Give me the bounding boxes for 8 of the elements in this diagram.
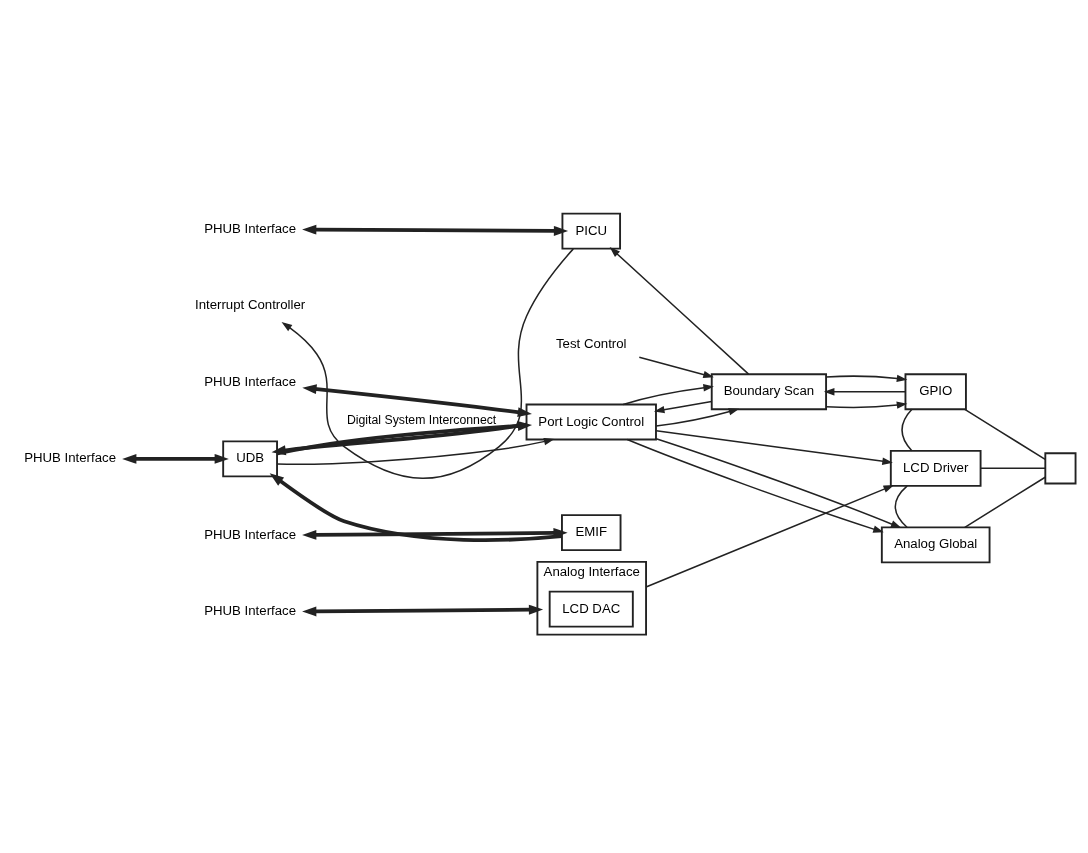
- node-text: Test Control: [555, 335, 627, 351]
- edge-label: Digital System Interconnect: [346, 412, 497, 427]
- node-text: Interrupt Controller: [195, 296, 306, 312]
- node-text: PHUB Interface: [24, 449, 117, 465]
- node-text: PHUB Interface: [204, 220, 297, 236]
- node-text: PHUB Interface: [204, 526, 297, 542]
- node-text: PHUB Interface: [204, 602, 297, 618]
- node-text: PHUB Interface: [204, 373, 297, 389]
